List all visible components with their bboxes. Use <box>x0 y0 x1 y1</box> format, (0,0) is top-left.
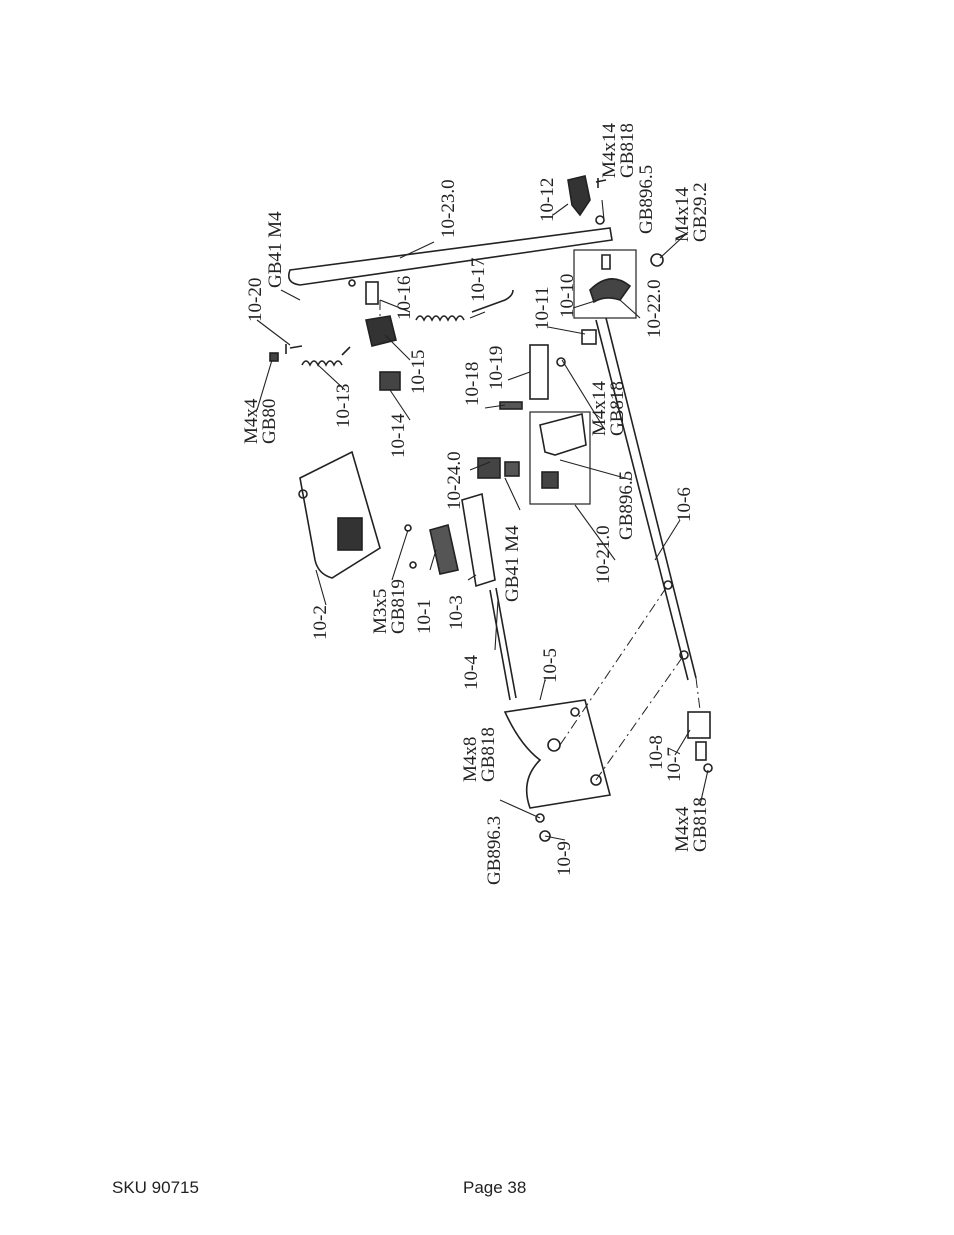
label-10-22: 10-22.0 <box>644 279 665 338</box>
washer-gb896-a <box>595 215 605 225</box>
shaft-hole-a <box>663 580 673 590</box>
plate-slot <box>337 517 363 551</box>
label-gb818-e: GB818 <box>690 797 711 852</box>
label-10-16: 10-16 <box>394 276 415 320</box>
lever-hole <box>348 279 356 287</box>
plate-hole <box>298 489 308 499</box>
label-m3x5: M3x5 <box>370 589 391 634</box>
label-10-19: 10-19 <box>486 346 507 390</box>
label-10-5: 10-5 <box>540 648 561 683</box>
pin-10-16 <box>365 281 379 305</box>
plate-10-2 <box>299 450 381 579</box>
label-10-23: 10-23.0 <box>438 179 459 238</box>
label-gb819: GB819 <box>388 579 409 634</box>
arm-10-3 <box>461 492 496 588</box>
spring-10-17 <box>415 289 514 322</box>
lever-arm-10-23 <box>287 227 613 286</box>
part-10-1 <box>429 524 459 575</box>
label-gb41-m4-b: GB41 M4 <box>502 525 523 602</box>
box-10-21 <box>529 411 591 505</box>
part-10-19 <box>529 344 549 400</box>
label-gb896-5-b: GB896.5 <box>616 471 637 540</box>
part-10-24 <box>477 457 501 479</box>
label-m4x4-a: M4x4 <box>241 398 262 444</box>
bracket-hole-b <box>590 774 602 786</box>
page-number: Page 38 <box>463 1178 527 1197</box>
part-10-10 <box>589 278 632 304</box>
label-gb818-d: GB818 <box>478 727 499 782</box>
screw-10-20 <box>285 344 303 354</box>
label-10-2: 10-2 <box>310 605 331 640</box>
small-spring-top <box>601 254 611 270</box>
bracket-hole-c <box>570 707 580 717</box>
label-10-6: 10-6 <box>674 487 695 522</box>
label-10-7: 10-7 <box>664 747 685 782</box>
sku-number: SKU 90715 <box>112 1178 199 1197</box>
part-10-11 <box>581 329 597 345</box>
label-10-10: 10-10 <box>557 274 578 318</box>
label-10-12: 10-12 <box>537 178 558 222</box>
part-10-24b <box>504 461 520 477</box>
label-m4x14-a: M4x14 <box>599 123 620 178</box>
screw-m4x14-a <box>595 178 607 188</box>
label-m4x14-c: M4x14 <box>589 381 610 436</box>
rod-10-4 <box>489 587 517 701</box>
label-10-21: 10-21.0 <box>593 525 614 584</box>
label-gb818-a: GB818 <box>617 123 638 178</box>
label-gb818-c: GB818 <box>607 381 628 436</box>
label-10-9: 10-9 <box>554 841 575 876</box>
spring-10-13 <box>301 346 351 367</box>
label-10-13: 10-13 <box>333 384 354 428</box>
label-m4x4-b: M4x4 <box>672 806 693 852</box>
label-10-3: 10-3 <box>446 595 467 630</box>
label-10-18: 10-18 <box>462 362 483 406</box>
leaders <box>256 199 709 841</box>
screw-m4x14-b <box>650 253 664 267</box>
screw-m3x5-b <box>409 561 417 569</box>
bracket-10-5 <box>503 699 611 809</box>
part-10-7 <box>695 741 707 761</box>
part-10-21-block <box>541 471 559 489</box>
label-10-1: 10-1 <box>414 599 435 634</box>
screw-m4x14-c <box>556 357 566 367</box>
shaft-hole-b <box>679 650 689 660</box>
label-10-8: 10-8 <box>646 735 667 770</box>
label-gb896-3: GB896.3 <box>484 816 505 885</box>
label-gb80: GB80 <box>259 399 280 444</box>
label-10-11: 10-11 <box>532 286 553 330</box>
part-10-12 <box>567 175 591 217</box>
label-10-14: 10-14 <box>388 413 409 458</box>
part-10-8 <box>687 711 711 739</box>
setscrew-m4x4-a <box>269 352 279 362</box>
box-10-22 <box>573 249 637 319</box>
bracket-10-21 <box>539 412 587 456</box>
label-gb41-m4-a: GB41 M4 <box>265 211 286 288</box>
label-gb896-5-a: GB896.5 <box>636 165 657 234</box>
label-gb29-2: GB29.2 <box>690 182 711 242</box>
label-10-24: 10-24.0 <box>444 451 465 510</box>
label-10-17: 10-17 <box>468 258 489 302</box>
washer-gb896-3 <box>535 813 545 823</box>
label-10-4: 10-4 <box>461 655 482 690</box>
label-10-15: 10-15 <box>408 350 429 394</box>
shaft-10-6 <box>595 317 697 681</box>
part-10-14 <box>379 371 401 391</box>
label-m4x8: M4x8 <box>460 737 481 782</box>
label-10-20: 10-20 <box>245 278 266 322</box>
label-m4x14-b: M4x14 <box>672 187 693 242</box>
washer-10-9 <box>539 830 551 842</box>
